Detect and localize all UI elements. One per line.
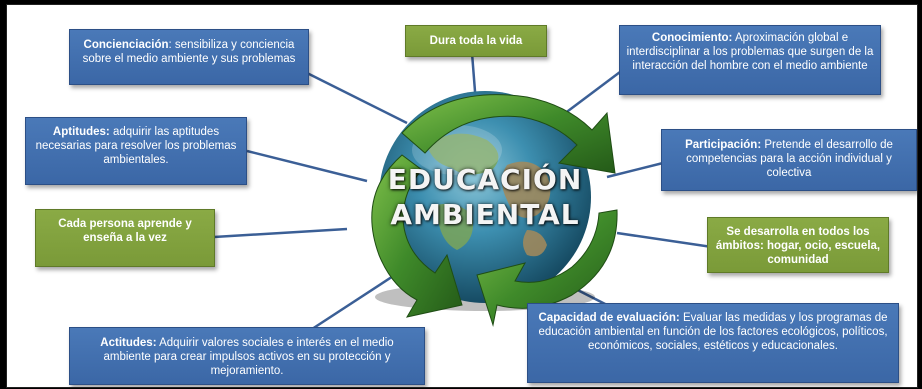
connector-actitudes <box>308 265 408 333</box>
heading-actitudes: Actitudes: <box>100 337 157 349</box>
box-capacidad-evaluacion: Capacidad de evaluación: Evaluar las med… <box>527 303 899 383</box>
heading-capacidad: Capacidad de evaluación: <box>538 312 680 324</box>
box-cada-persona: Cada persona aprende y enseña a la vez <box>35 209 215 267</box>
box-aptitudes: Aptitudes: adquirir las aptitudes necesa… <box>25 117 247 185</box>
box-conocimiento: Conocimiento: Aproximación global e inte… <box>619 25 881 95</box>
text-cada-persona: Cada persona aprende y enseña a la vez <box>58 218 192 244</box>
box-se-desarrolla: Se desarrolla en todos los ámbitos: hoga… <box>707 217 889 273</box>
diagram-frame: EDUCACIÓN AMBIENTAL Concienciación: sens… <box>6 4 918 388</box>
center-title-line2: AMBIENTAL <box>390 198 580 231</box>
box-actitudes: Actitudes: Adquirir valores sociales e i… <box>69 327 425 385</box>
text-aptitudes: adquirir las aptitudes necesarias para r… <box>35 126 237 166</box>
connector-concienciacion <box>306 71 408 125</box>
heading-concienciacion: Concienciación <box>83 39 169 51</box>
connector-cada-persona <box>213 227 348 239</box>
globe-recycle-illustration <box>371 91 618 327</box>
text-concienciacion: : sensibiliza y conciencia sobre el medi… <box>82 39 296 65</box>
recycle-arrows <box>371 94 618 327</box>
heading-aptitudes: Aptitudes: <box>52 126 110 138</box>
text-actitudes: Adquirir valores sociales e interés en e… <box>103 337 394 377</box>
connector-lines <box>213 52 713 333</box>
text-participacion: Pretende el desarrollo de competencias p… <box>686 139 893 179</box>
text-dura: Dura toda la vida <box>429 35 523 47</box>
heading-participacion: Participación: <box>685 139 762 151</box>
center-title-line1: EDUCACIÓN <box>387 163 583 196</box>
connector-aptitudes <box>246 149 368 183</box>
box-dura-toda-la-vida: Dura toda la vida <box>405 25 547 57</box>
heading-conocimiento: Conocimiento: <box>651 32 733 44</box>
box-concienciacion: Concienciación: sensibiliza y conciencia… <box>69 29 309 85</box>
continents <box>427 133 551 257</box>
connector-participacion <box>606 161 664 179</box>
connector-se-desarrolla <box>616 231 713 249</box>
text-capacidad: Evaluar las medidas y los programas de e… <box>538 312 888 352</box>
box-participacion: Participación: Pretende el desarrollo de… <box>661 129 917 191</box>
text-conocimiento: Aproximación global e interdisciplinar a… <box>626 32 874 72</box>
text-se-desarrolla: Se desarrolla en todos los ámbitos: hoga… <box>715 226 881 266</box>
